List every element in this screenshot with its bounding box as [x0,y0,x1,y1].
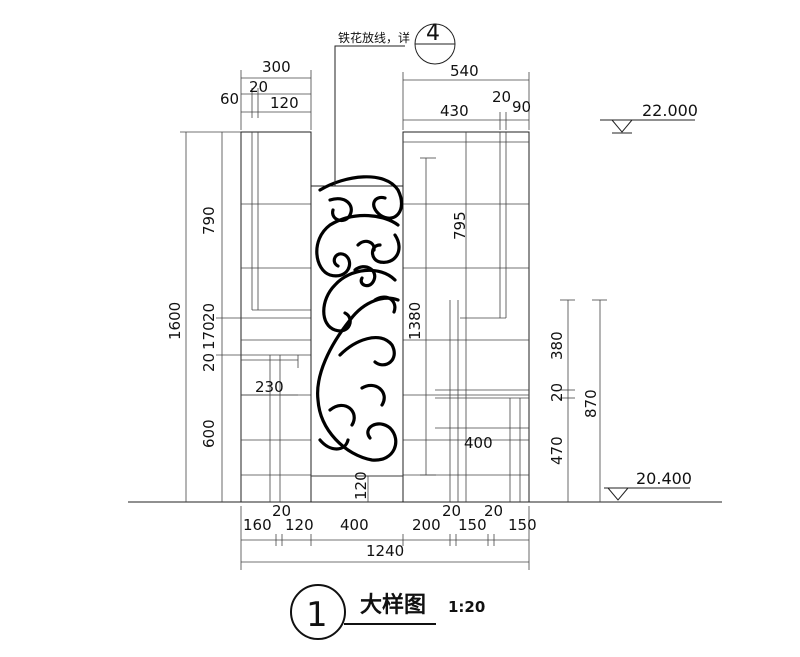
right-pier [402,131,530,503]
dimension-label: 120 [285,516,314,534]
dims-right-vertical: 380 20 870 470 [548,299,607,502]
dimension-label: 20 [442,502,461,520]
dimension-label: 470 [548,436,566,465]
dimension-label: 150 [458,516,487,534]
dimension-label: 600 [200,419,218,448]
dimension-label: 120 [352,471,370,500]
title-number: 1 [306,595,328,635]
dimension-label: 20 [492,88,511,106]
dimension-label: 200 [412,516,441,534]
dimension-label: 20 [249,78,268,96]
dimension-label: 1380 [406,302,424,340]
dimension-label: 20 [272,502,291,520]
dimension-label: 20 [548,383,566,402]
dimension-label: 380 [548,331,566,360]
dimension-label: 1600 [166,302,184,340]
level-top: 22.000 [642,101,698,120]
dimension-label: 870 [582,389,600,418]
title-block: 1 大样图 1:20 [290,584,485,640]
dimension-label: 400 [340,516,369,534]
level-marker-bottom: 20.400 [604,469,692,501]
left-pier [240,131,312,503]
dimension-label: 20 [200,303,218,322]
title-scale: 1:20 [448,598,485,616]
dimension-label: 20 [484,502,503,520]
level-marker-top: 22.000 [600,101,698,134]
dimension-label: 430 [440,102,469,120]
title-text: 大样图 [360,592,426,618]
dimension-label: 160 [243,516,272,534]
iron-scrollwork [315,175,404,462]
dimension-label: 60 [220,90,239,108]
dim-total: 1240 [366,542,404,560]
dimension-label: 230 [255,378,284,396]
callout-label: 铁花放线，详 [338,30,410,45]
dimension-label: 90 [512,98,531,116]
dimension-label: 790 [200,206,218,235]
dims-bottom: 20 20 20 160 120 400 200 150 150 1240 [240,502,537,570]
dimension-label: 400 [464,434,493,452]
dims-left-vertical: 790 1600 20 170 20 600 [166,131,241,502]
dimension-label: 150 [508,516,537,534]
dimension-label: 20 [200,353,218,372]
dimension-label: 540 [450,62,479,80]
dimension-label: 170 [200,321,218,350]
dims-middle: 795 1380 230 400 120 [241,157,529,500]
dimension-label: 120 [270,94,299,112]
iron-panel [310,185,404,502]
dimension-label: 300 [262,58,291,76]
dims-top-left: 300 20 60 120 [220,58,312,130]
title-bubble [290,584,346,640]
callout: 铁花放线，详 4 [334,21,456,186]
dims-top-right: 540 430 20 90 [402,62,531,130]
callout-ref: 4 [426,21,440,46]
level-bottom: 20.400 [636,469,692,488]
dimension-label: 795 [451,211,469,240]
